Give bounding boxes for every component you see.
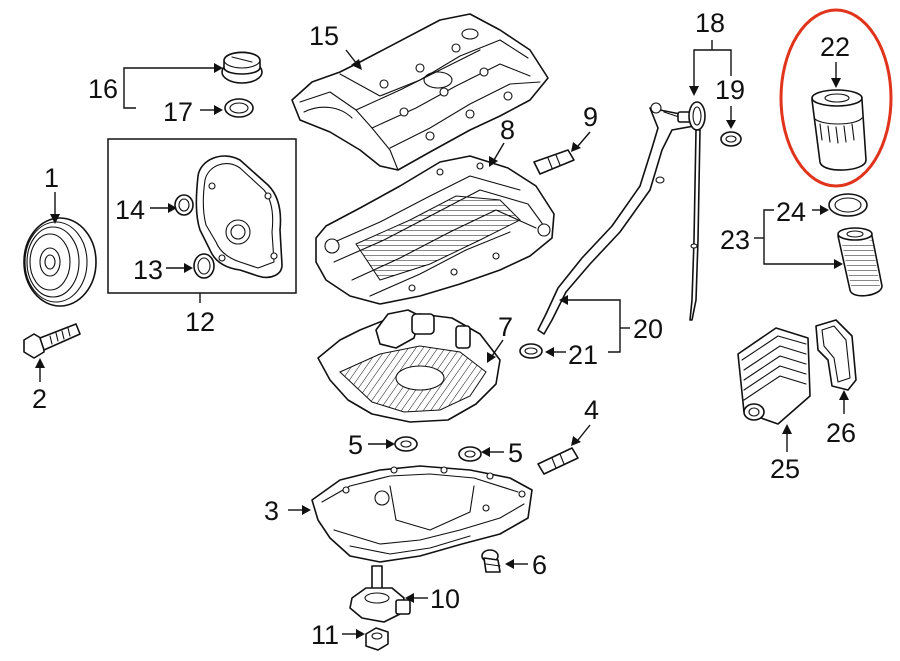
dipstick — [688, 101, 706, 321]
highlight-circle — [779, 8, 893, 188]
oil-level-sensor — [349, 565, 411, 623]
callout-3: 3 — [264, 496, 279, 526]
valve-cover — [291, 13, 549, 171]
sealing-washer-left — [394, 436, 418, 452]
callout-20: 20 — [633, 314, 663, 344]
callout-21: 21 — [568, 340, 598, 370]
sealing-washer-right — [458, 446, 482, 462]
callout-17: 17 — [163, 97, 193, 127]
drain-plug — [481, 549, 501, 573]
filter-element — [837, 227, 883, 297]
callout-22: 22 — [820, 32, 850, 62]
callout-8: 8 — [500, 115, 515, 145]
tube-o-ring — [519, 343, 543, 359]
callout-12: 12 — [185, 307, 215, 337]
filter-seal — [828, 193, 868, 217]
callout-14: 14 — [115, 195, 145, 225]
callout-19: 19 — [715, 75, 745, 105]
callout-15: 15 — [309, 21, 339, 51]
timing-cover-group-box — [107, 138, 297, 294]
callout-26: 26 — [826, 418, 856, 448]
callout-1: 1 — [44, 163, 59, 193]
callout-16: 16 — [88, 74, 118, 104]
callout-9: 9 — [583, 102, 598, 132]
callout-7: 7 — [498, 312, 513, 342]
oil-cooler — [737, 327, 811, 425]
crankshaft-pulley — [23, 217, 97, 307]
oil-pressure-sensor — [533, 149, 575, 175]
dipstick-o-ring — [720, 131, 742, 147]
callout-10: 10 — [430, 584, 460, 614]
oil-baffle — [317, 309, 501, 423]
cylinder-head — [315, 155, 555, 305]
filler-cap-seal — [224, 98, 254, 118]
callout-18: 18 — [695, 8, 725, 38]
callout-13: 13 — [133, 255, 163, 285]
callout-4: 4 — [584, 395, 599, 425]
callout-6: 6 — [532, 550, 547, 580]
callout-24: 24 — [776, 197, 806, 227]
timing-cover — [195, 155, 283, 279]
oil-filter — [811, 89, 867, 171]
crankshaft-seal — [193, 253, 215, 279]
callout-23: 23 — [720, 225, 750, 255]
cooler-gasket — [815, 319, 857, 391]
callout-25: 25 — [770, 454, 800, 484]
callout-11: 11 — [311, 620, 339, 650]
callout-5a: 5 — [348, 430, 363, 460]
camshaft-seal — [174, 194, 194, 216]
callout-5b: 5 — [508, 438, 523, 468]
pulley-bolt — [23, 323, 81, 359]
callout-2: 2 — [32, 384, 47, 414]
oil-pan — [311, 465, 533, 563]
oil-filler-cap — [221, 51, 263, 84]
sensor-nut — [365, 627, 389, 651]
oil-level-sensor-tube — [537, 447, 579, 475]
